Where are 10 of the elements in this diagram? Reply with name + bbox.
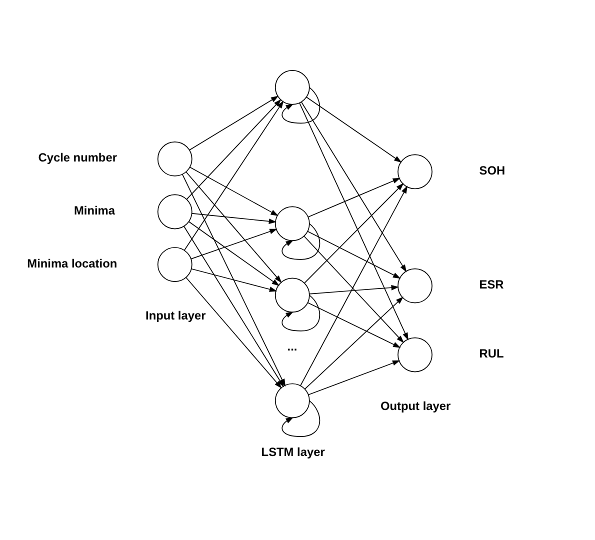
label: Input layer <box>146 308 206 322</box>
label: ... <box>287 338 298 353</box>
node-label: Cycle number <box>38 150 117 164</box>
node-label: Minima <box>74 202 116 217</box>
node-label: SOH <box>479 162 506 177</box>
node-label: RUL <box>479 346 504 360</box>
label: Output layer <box>380 398 451 412</box>
node-label: ESR <box>479 277 504 292</box>
label: LSTM layer <box>261 444 325 458</box>
node-label: Minima location <box>27 256 118 270</box>
